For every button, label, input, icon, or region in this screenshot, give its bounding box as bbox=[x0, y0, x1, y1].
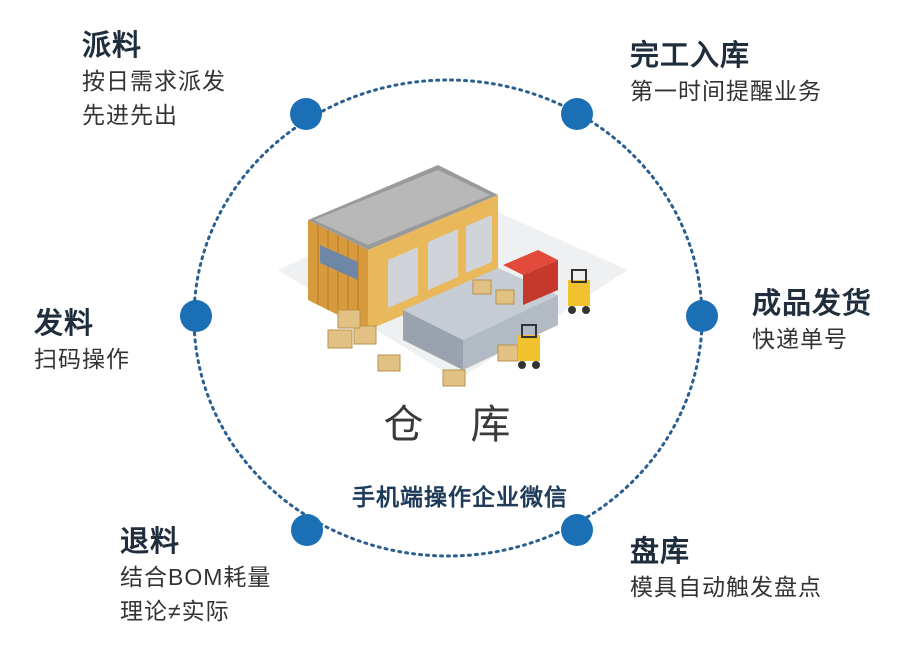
node-faliao: 发料 扫码操作 bbox=[34, 306, 130, 376]
node-dot-panku bbox=[561, 514, 593, 546]
node-tuiliao: 退料 结合BOM耗量 理论≠实际 bbox=[120, 524, 271, 628]
node-dot-paifa bbox=[290, 98, 322, 130]
node-line: 先进先出 bbox=[82, 98, 226, 132]
node-dot-chengpin bbox=[686, 300, 718, 332]
node-title: 发料 bbox=[34, 306, 130, 342]
node-title: 派料 bbox=[82, 28, 226, 64]
node-title: 退料 bbox=[120, 524, 271, 560]
node-line: 快递单号 bbox=[752, 322, 872, 356]
node-panku: 盘库 模具自动触发盘点 bbox=[630, 534, 822, 604]
node-line: 按日需求派发 bbox=[82, 64, 226, 98]
node-line: 结合BOM耗量 bbox=[120, 560, 271, 594]
warehouse-illustration bbox=[268, 150, 638, 400]
node-dot-wangong bbox=[561, 98, 593, 130]
node-paifa: 派料 按日需求派发 先进先出 bbox=[82, 28, 226, 132]
center-title: 仓 库 bbox=[372, 392, 540, 450]
center-subtitle: 手机端操作企业微信 bbox=[300, 478, 620, 512]
node-title: 完工入库 bbox=[630, 38, 822, 74]
node-wangong: 完工入库 第一时间提醒业务 bbox=[630, 38, 822, 108]
node-line: 扫码操作 bbox=[34, 342, 130, 376]
node-dot-tuiliao bbox=[291, 514, 323, 546]
node-chengpin: 成品发货 快递单号 bbox=[752, 286, 872, 356]
node-title: 盘库 bbox=[630, 534, 822, 570]
node-line: 理论≠实际 bbox=[120, 594, 271, 628]
node-line: 模具自动触发盘点 bbox=[630, 570, 822, 604]
node-dot-faliao bbox=[180, 300, 212, 332]
node-line: 第一时间提醒业务 bbox=[630, 74, 822, 108]
node-title: 成品发货 bbox=[752, 286, 872, 322]
